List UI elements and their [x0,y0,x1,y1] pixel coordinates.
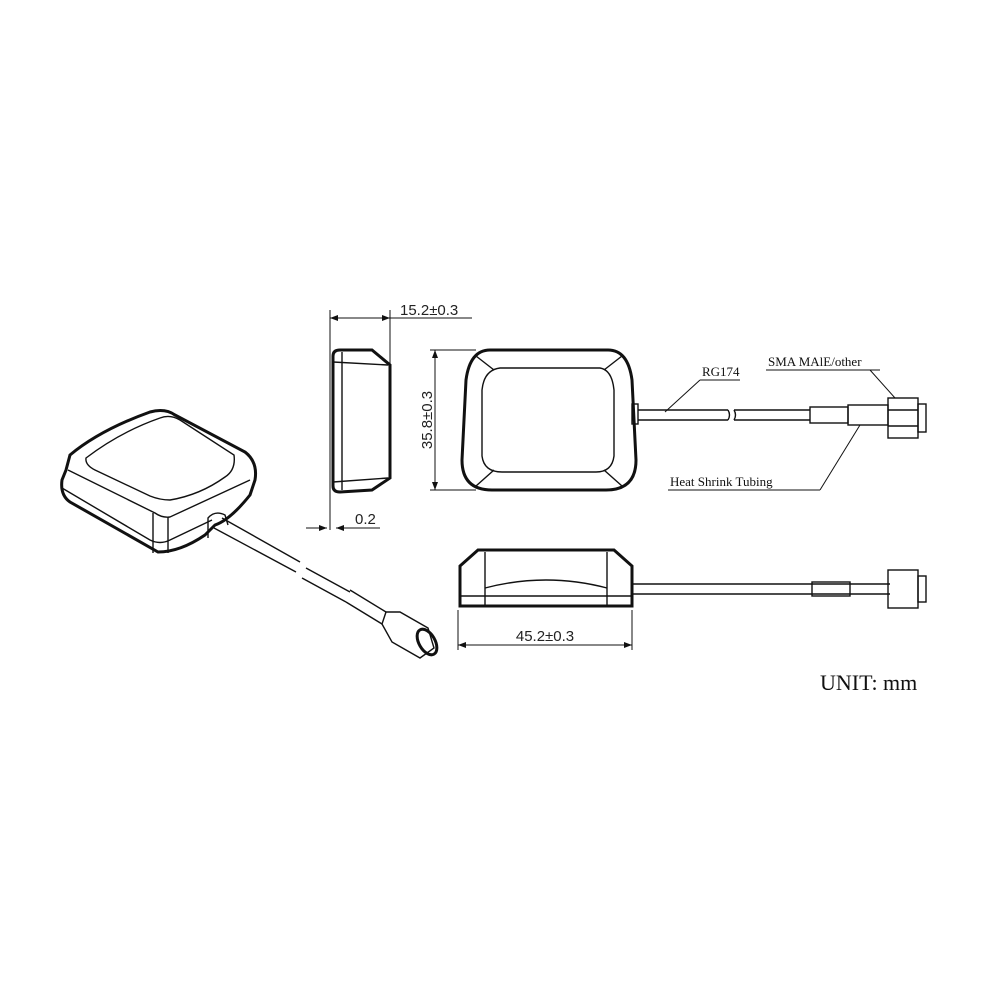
base-offset-dimension: 0.2 [355,511,376,528]
unit-label: UNIT: mm [820,670,917,695]
height-dimension: 15.2±0.3 [400,302,458,319]
length-dimension: 45.2±0.3 [516,628,574,645]
front-view: 45.2±0.3 [457,548,927,650]
connector-label: SMA MAlE/other [768,354,862,369]
cable-label: RG174 [702,364,740,379]
side-view: 15.2±0.3 0.2 [306,302,472,531]
isometric-view [60,409,439,659]
sleeve-label: Heat Shrink Tubing [670,474,773,489]
width-dimension: 35.8±0.3 [419,391,436,449]
top-view: 35.8±0.3 RG174 SMA MAlE/other Heat Shrin… [419,348,927,492]
